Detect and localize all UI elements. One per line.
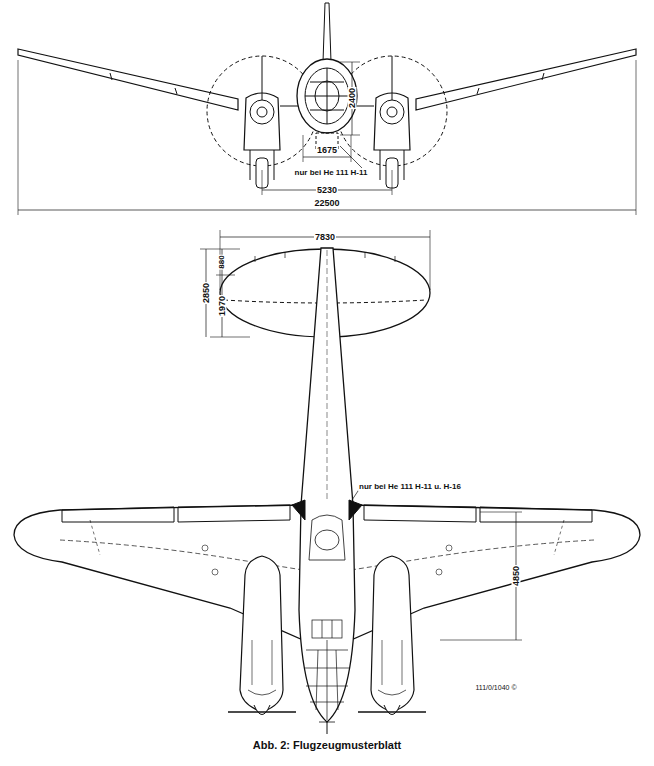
dimension-label: 880 — [218, 254, 226, 269]
front-wing — [18, 49, 317, 188]
note-label: 111/0/1040 © — [474, 684, 517, 691]
note-label: nur bei He 111 H-11 u. H-16 — [358, 483, 462, 491]
top-wing — [14, 505, 303, 715]
dimension-label: 7830 — [314, 233, 336, 242]
front-view — [18, 3, 636, 215]
dimension-label: 5230 — [316, 186, 338, 195]
dimension-label: 4850 — [512, 565, 521, 587]
top-view — [14, 230, 640, 734]
dimension-label: 1675 — [316, 146, 338, 155]
figure-caption: Abb. 2: Flugzeugmusterblatt — [252, 740, 403, 751]
dimension-label: 1970 — [218, 295, 227, 317]
dimension-label: 2400 — [348, 87, 357, 109]
dimension-label: 2850 — [202, 282, 211, 304]
dimension-label: 22500 — [313, 199, 340, 208]
note-label: nur bei He 111 H-11 — [294, 169, 369, 177]
